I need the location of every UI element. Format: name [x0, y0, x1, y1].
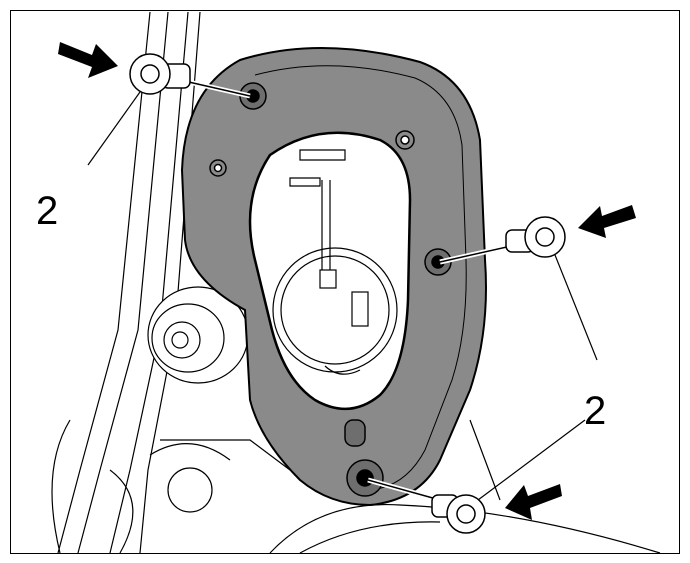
- callout-leaders: [87, 91, 598, 501]
- callout-label: 2: [36, 189, 58, 233]
- callout-label: 2: [584, 389, 606, 433]
- bulb-socket: [272, 149, 398, 375]
- arrow-icon: [58, 42, 636, 520]
- housing-rim: [254, 65, 467, 491]
- torx-screw-icon: [129, 53, 566, 534]
- body-structure: [51, 11, 661, 554]
